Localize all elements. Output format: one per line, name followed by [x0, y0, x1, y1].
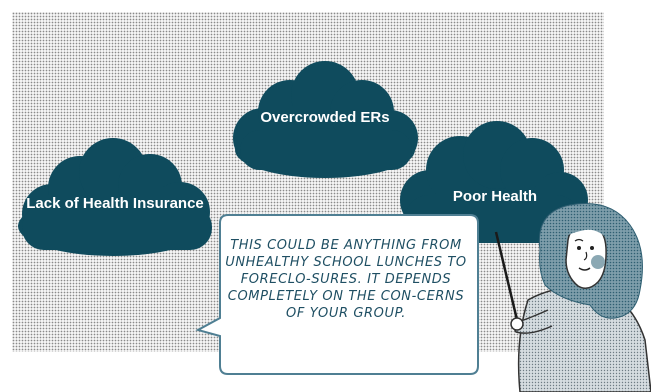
- cloud-label-overcrowded: Overcrowded ERs: [260, 109, 390, 126]
- speech-bubble-shape: [195, 214, 479, 375]
- cloud-overcrowded-shape: [233, 61, 418, 178]
- cloud-insurance-shape: [18, 138, 212, 256]
- presenter-figure: [510, 203, 651, 392]
- cloud-label-insurance: Lack of Health Insurance: [26, 195, 204, 212]
- speech-bubble-text: This could be anything from unhealthy sc…: [225, 238, 467, 321]
- pointer-stick: [494, 231, 520, 325]
- cloud-label-poor-health: Poor Health: [452, 188, 538, 205]
